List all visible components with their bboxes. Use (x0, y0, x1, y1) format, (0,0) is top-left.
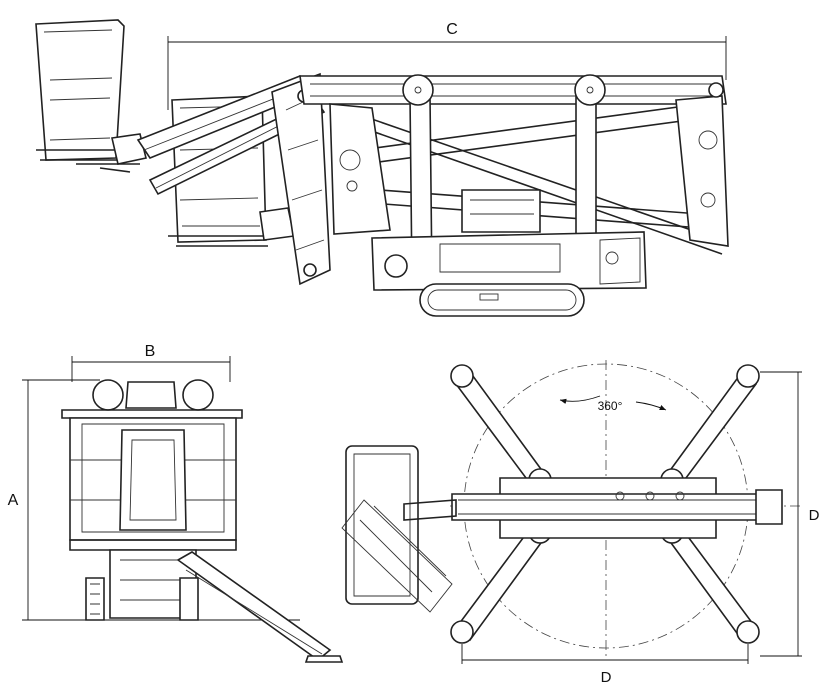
top-boom (451, 493, 777, 521)
dimension-c: C (167, 21, 727, 110)
top-view: 360° (341, 360, 820, 686)
dimension-a-label: A (8, 492, 19, 509)
front-view: B A (8, 343, 344, 663)
dimension-b: B (71, 343, 231, 382)
dimension-d-horizontal-label: D (601, 669, 612, 686)
side-basket-raised (35, 19, 147, 173)
side-view: C (35, 19, 729, 317)
side-track (419, 283, 585, 317)
dimension-a: A (8, 379, 300, 621)
dimension-d-vertical: D (760, 371, 820, 657)
rotation-label: 360° (598, 399, 623, 413)
dimension-b-label: B (145, 343, 156, 360)
dimension-c-label: C (446, 21, 458, 38)
dimension-d-horizontal: D (461, 644, 749, 686)
dimension-d-vertical-label: D (809, 507, 820, 524)
side-chassis (371, 189, 647, 291)
top-basket (341, 445, 457, 613)
